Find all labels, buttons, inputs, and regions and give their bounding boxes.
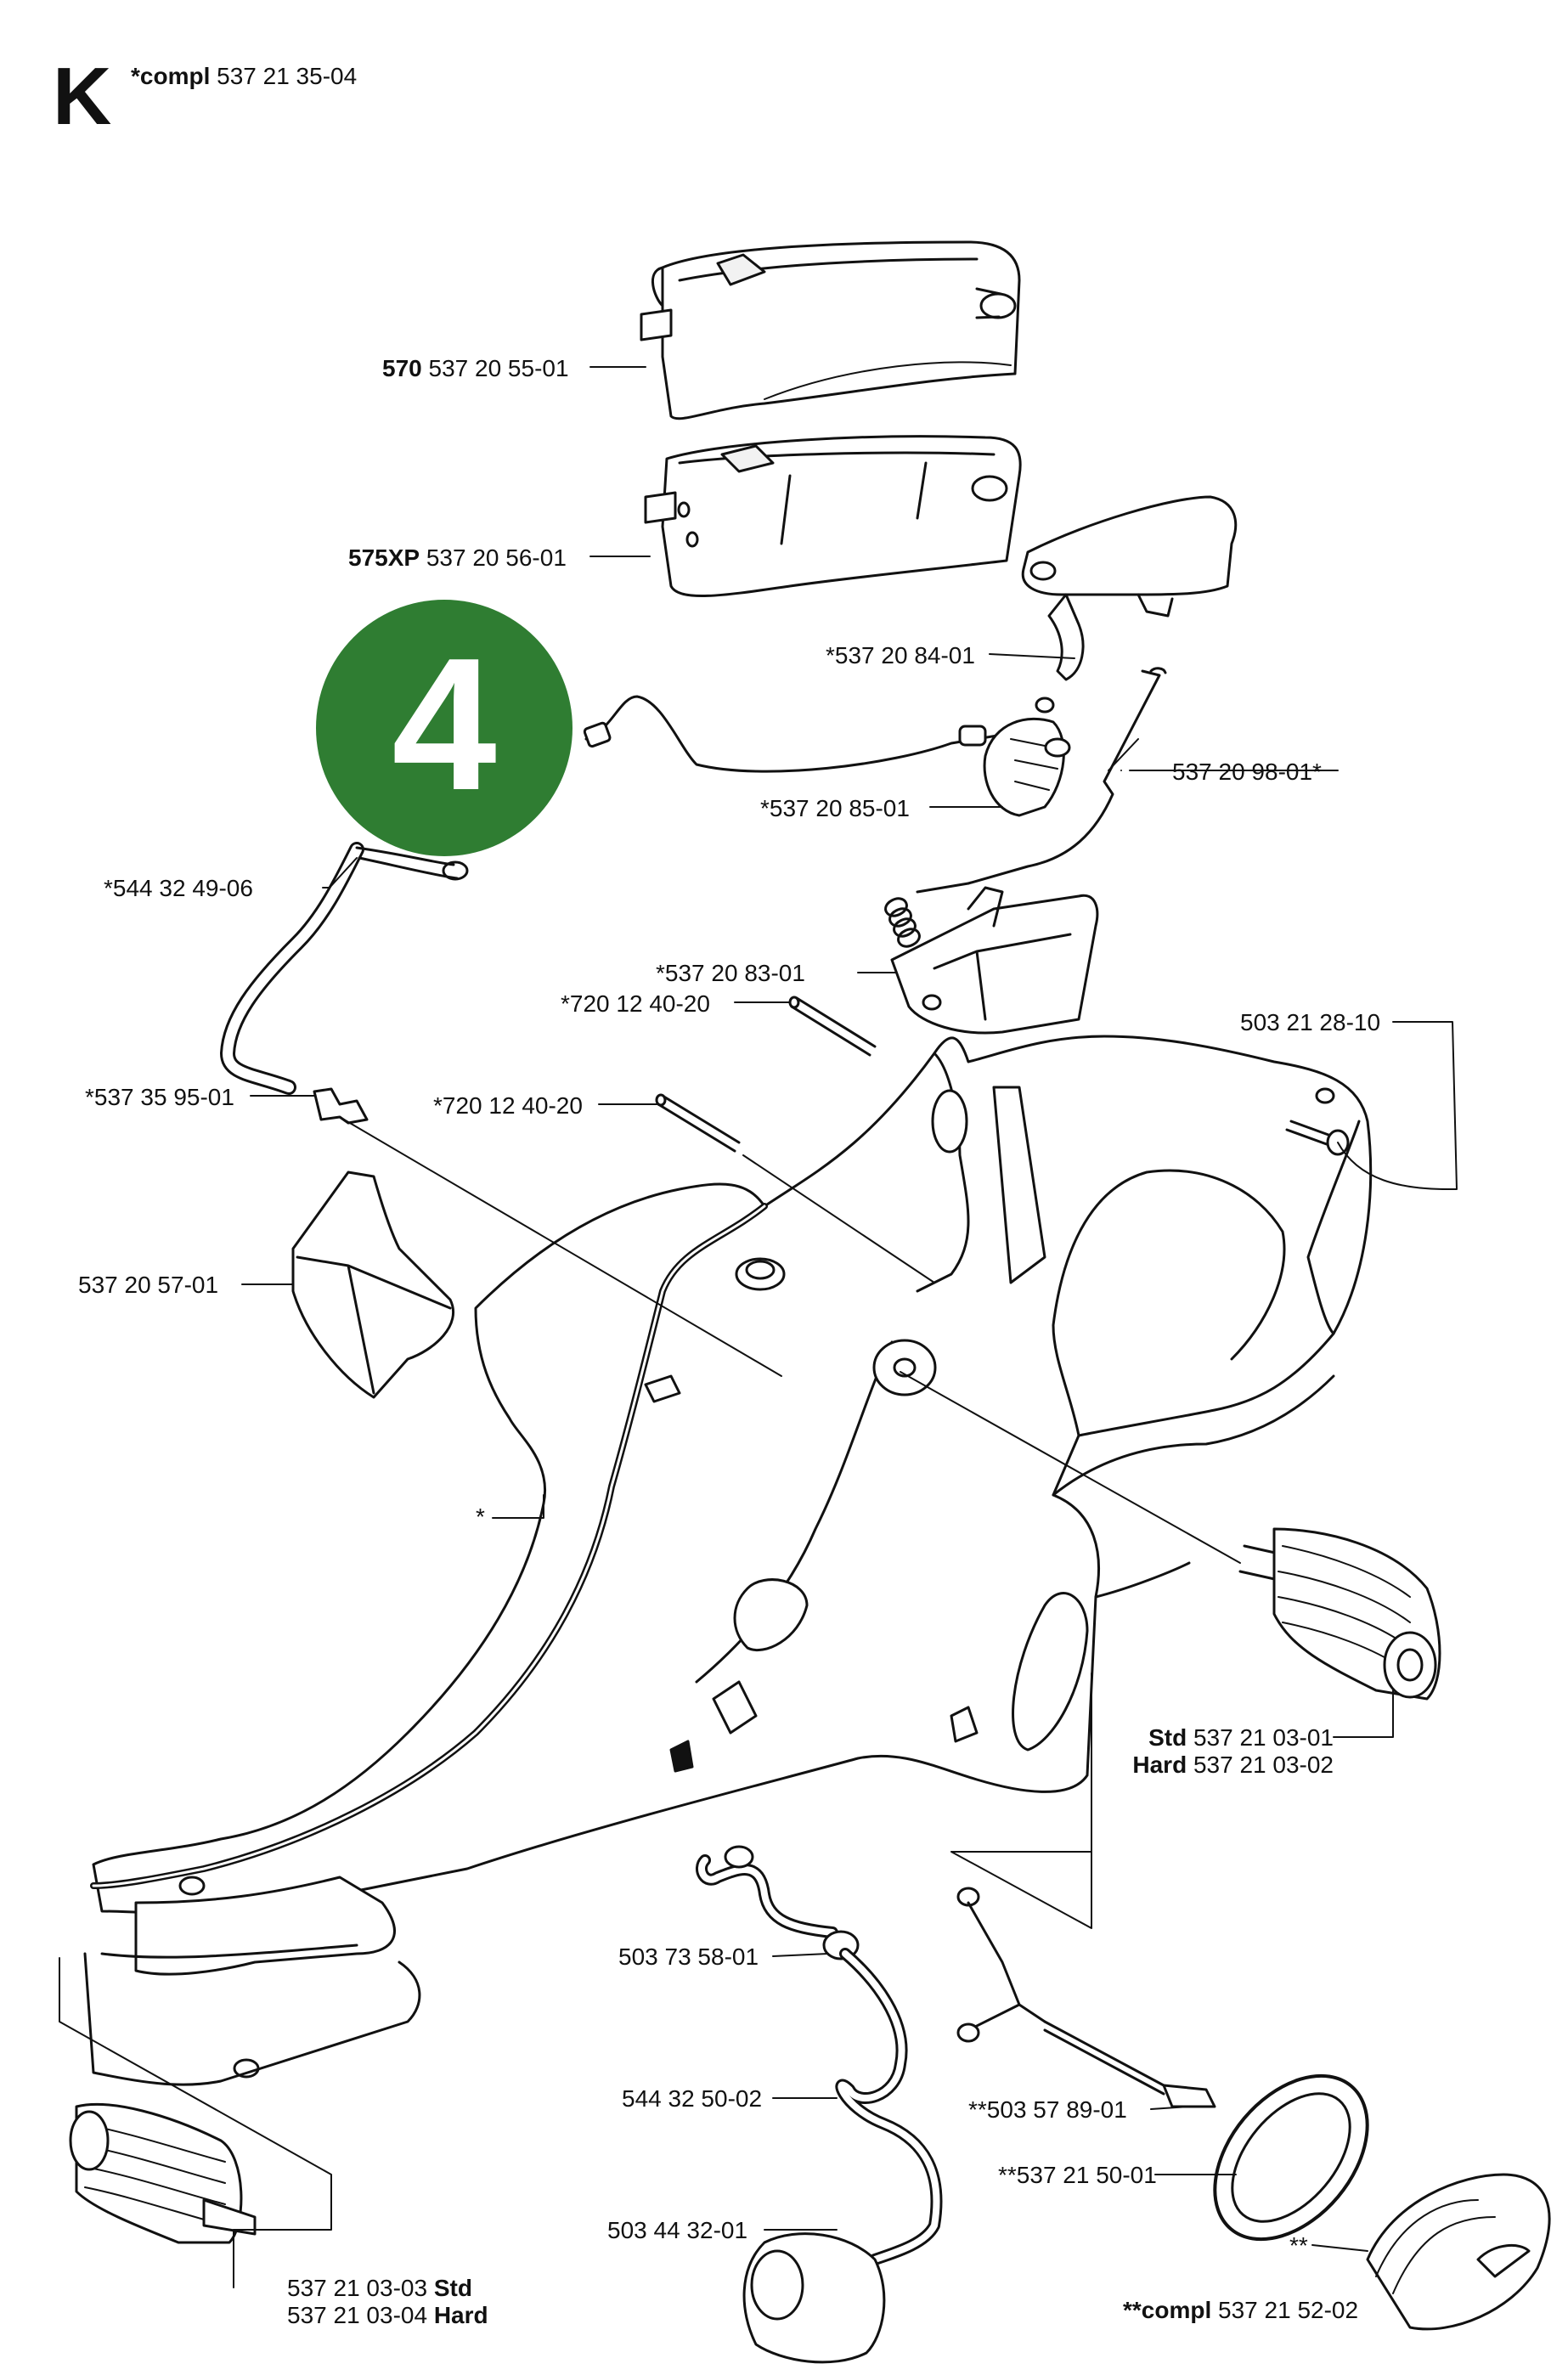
- label-lockout: *537 20 85-01: [760, 795, 910, 821]
- seal-ring: [1213, 2073, 1369, 2242]
- label-side-cover: 537 20 57-01: [78, 1272, 219, 1298]
- label-av-right: Std 537 21 03-01 Hard 537 21 03-02: [1104, 1724, 1334, 1779]
- throttle-rod-part: [967, 667, 1167, 885]
- throttle-cable: [583, 695, 1029, 773]
- label-seal: **537 21 50-01: [998, 2162, 1157, 2188]
- label-std-number: 537 21 03-01: [1193, 1724, 1334, 1751]
- label-bracket: *537 20 83-01: [656, 960, 805, 986]
- label-choke-lever: **503 57 89-01: [968, 2096, 1127, 2123]
- assembly-number: *compl 537 21 35-04: [131, 63, 357, 90]
- pin-1: [788, 996, 877, 1057]
- label-std: Std: [1148, 1724, 1187, 1751]
- label-cap: **: [1289, 2232, 1308, 2259]
- trigger-bracket-part: [890, 886, 1099, 1035]
- label-hard-number: 537 21 03-02: [1193, 1752, 1334, 1778]
- tank-housing: [83, 1035, 1373, 2086]
- label-hard: Hard: [433, 2302, 488, 2328]
- label-screw: 503 21 28-10: [1240, 1009, 1381, 1035]
- label-fuel-filter: 503 44 32-01: [607, 2217, 748, 2243]
- label-model: 575XP: [348, 544, 420, 571]
- top-cover-575xp: [644, 435, 1022, 597]
- label-throttle-rod: 537 20 98-01*: [1172, 759, 1322, 785]
- compl-number: 537 21 35-04: [217, 63, 358, 89]
- label-575xp-cover: 575XP 537 20 56-01: [348, 544, 567, 572]
- section-letter: K: [53, 51, 112, 142]
- label-pin-1: *720 12 40-20: [561, 990, 710, 1017]
- choke-lever: [956, 1887, 1216, 2108]
- label-nipple: *537 35 95-01: [85, 1084, 234, 1110]
- leader-lines: [59, 366, 1458, 2288]
- spring-part: [884, 882, 970, 948]
- label-std: Std: [433, 2275, 472, 2301]
- nipple-part: [313, 1087, 369, 1125]
- lockout-wheel-part: [983, 697, 1071, 817]
- label-fuel-hose: 544 32 50-02: [622, 2085, 763, 2112]
- pin-2: [655, 1093, 741, 1153]
- label-number: 537 20 56-01: [426, 544, 567, 571]
- label-fuel-line: 503 73 58-01: [618, 1943, 759, 1970]
- fuel-pickup: [696, 1845, 943, 2364]
- label-compl-prefix: **compl: [1123, 2297, 1212, 2323]
- label-hard: Hard: [1132, 1752, 1187, 1778]
- compl-prefix: *compl: [131, 63, 211, 89]
- badge-number: 4: [392, 619, 497, 830]
- section-number-badge: 4: [316, 600, 572, 856]
- label-tank: *: [476, 1503, 485, 1530]
- anti-vibration-element-right: [1238, 1527, 1441, 1701]
- label-model: 570: [382, 355, 422, 381]
- side-cover-part: [291, 1171, 455, 1399]
- label-hard-number: 537 21 03-04: [287, 2302, 428, 2328]
- trigger-lockout-part: [1021, 495, 1238, 681]
- top-cover-570: [640, 240, 1021, 420]
- label-hose: *544 32 49-06: [104, 875, 253, 901]
- label-number: 537 20 55-01: [428, 355, 569, 381]
- label-pin-2: *720 12 40-20: [433, 1092, 583, 1119]
- fuel-hose-part: [220, 842, 469, 1095]
- label-std-number: 537 21 03-03: [287, 2275, 428, 2301]
- label-cap-compl: **compl 537 21 52-02: [1123, 2297, 1358, 2324]
- label-570-cover: 570 537 20 55-01: [382, 355, 569, 382]
- fuel-cap: [1366, 2173, 1551, 2331]
- label-compl-number: 537 21 52-02: [1218, 2297, 1359, 2323]
- label-trigger: *537 20 84-01: [826, 642, 975, 668]
- label-av-left: 537 21 03-03 Std 537 21 03-04 Hard: [287, 2275, 488, 2329]
- anti-vibration-element-left: [69, 2102, 257, 2244]
